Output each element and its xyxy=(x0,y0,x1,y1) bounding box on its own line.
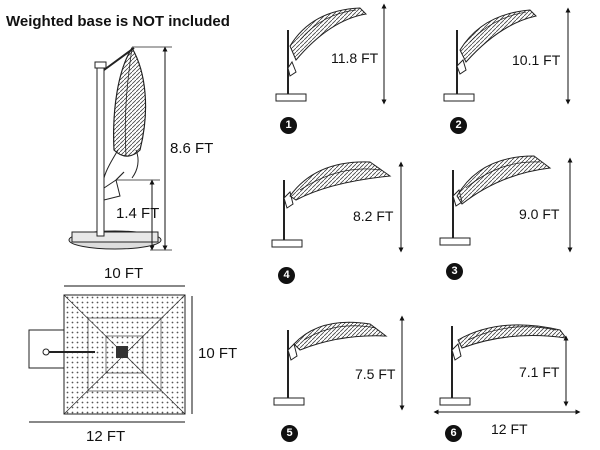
position-4-height: 8.2 FT xyxy=(353,208,394,224)
base-not-included-notice: Weighted base is NOT included xyxy=(6,13,230,30)
position-3-diagram xyxy=(439,155,573,253)
position-6-height: 7.1 FT xyxy=(519,364,560,380)
position-4-diagram xyxy=(271,161,404,253)
position-2-diagram xyxy=(443,7,571,105)
total-height-label: 8.6 FT xyxy=(170,140,214,157)
top-width-label: 10 FT xyxy=(104,265,144,282)
position-6-badge: 6 xyxy=(445,425,462,442)
position-1-height: 11.8 FT xyxy=(331,50,379,66)
position-6-diagram xyxy=(433,324,581,415)
position-5-badge: 5 xyxy=(281,425,298,442)
base-height-label: 1.4 FT xyxy=(116,205,160,222)
side-width-label: 10 FT xyxy=(198,345,238,362)
canopy-top-view xyxy=(28,285,193,423)
position-4-badge: 4 xyxy=(278,267,295,284)
position-3-height: 9.0 FT xyxy=(519,206,560,222)
span-label: 12 FT xyxy=(491,421,528,437)
closed-umbrella-side-view xyxy=(68,46,172,251)
position-5-diagram xyxy=(273,315,405,411)
bottom-width-label: 12 FT xyxy=(86,428,126,445)
position-3-badge: 3 xyxy=(446,263,463,280)
position-2-badge: 2 xyxy=(450,117,467,134)
position-1-badge: 1 xyxy=(280,117,297,134)
position-1-diagram xyxy=(275,3,387,105)
position-5-height: 7.5 FT xyxy=(355,366,396,382)
position-2-height: 10.1 FT xyxy=(512,52,561,68)
